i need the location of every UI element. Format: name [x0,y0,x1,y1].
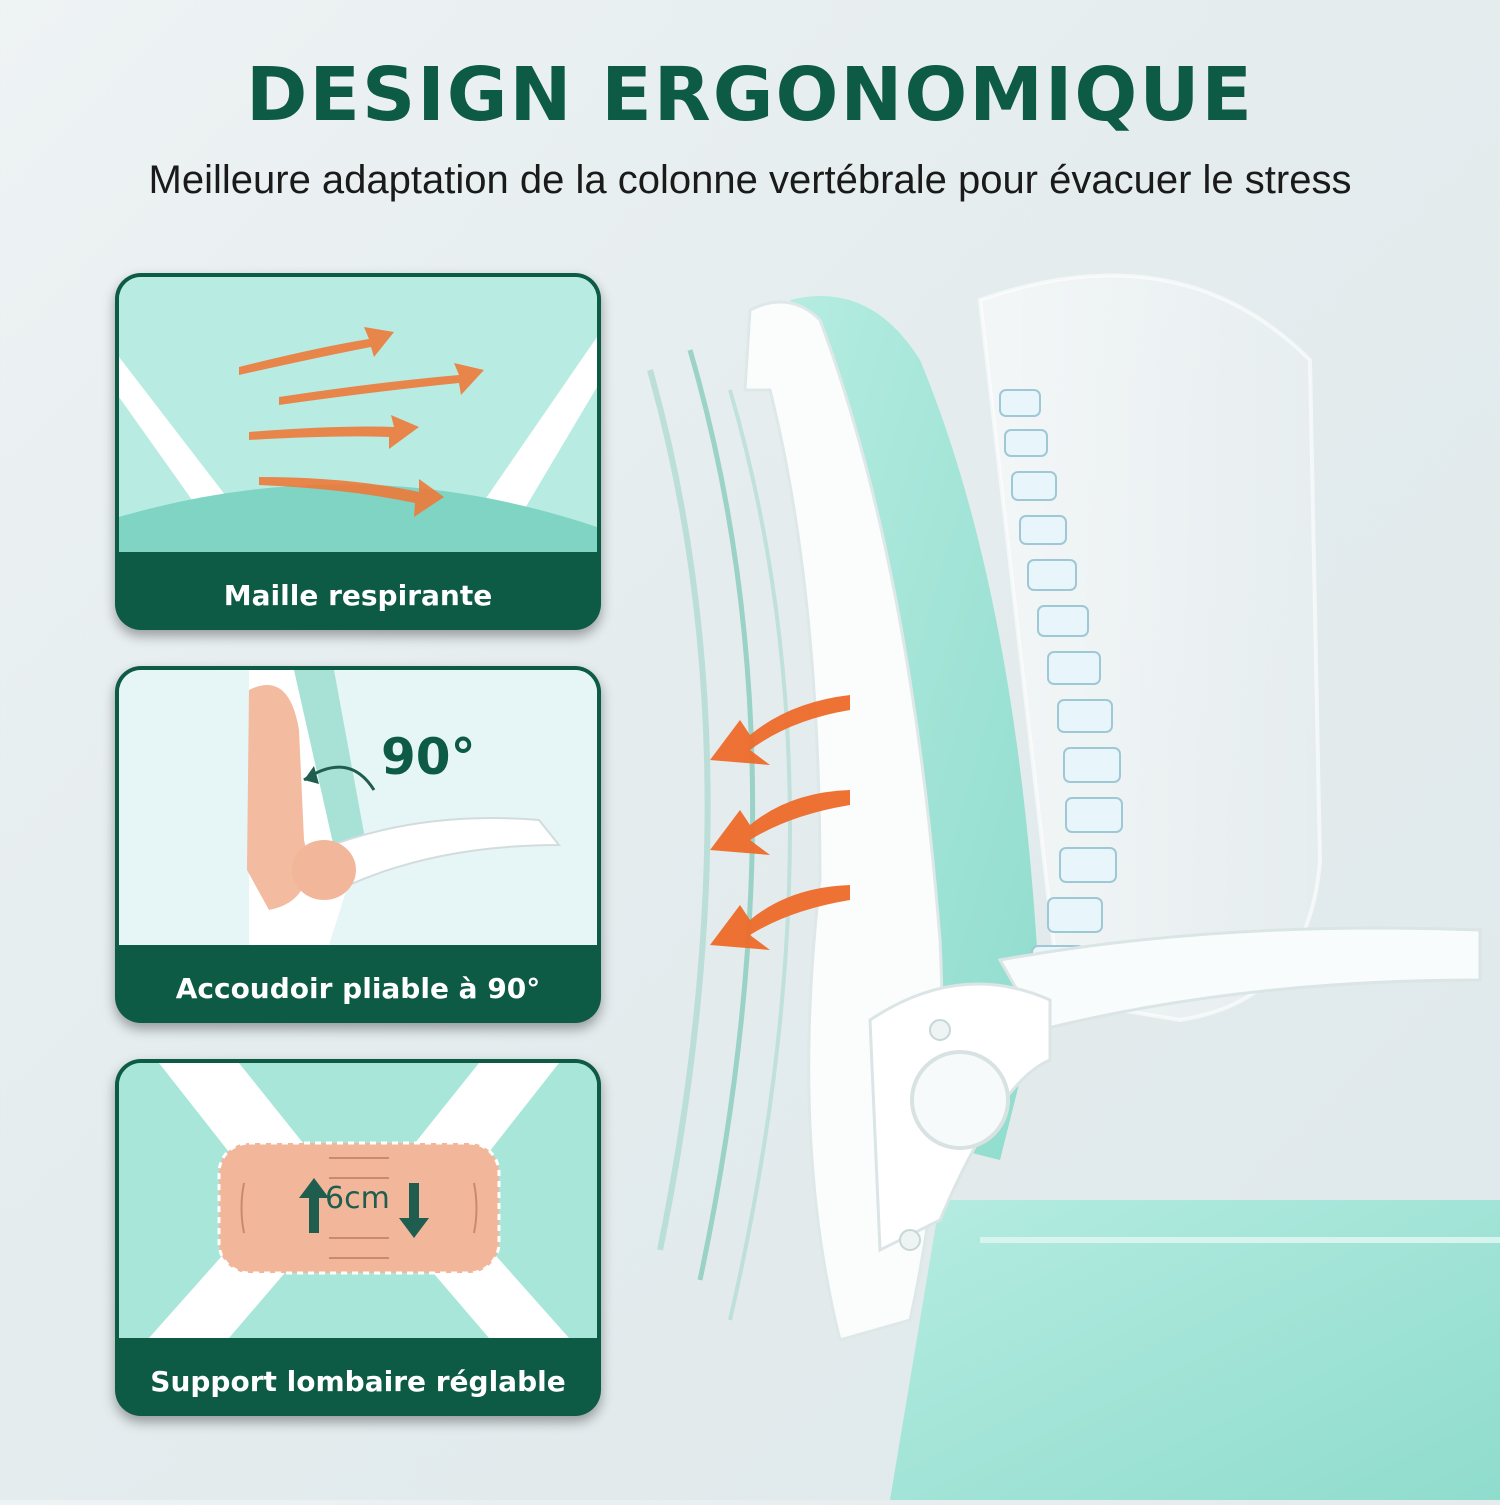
chair-illustration [620,240,1500,1500]
feature-label: Maille respirante [223,579,493,612]
feature-card-armrest: 90° Accoudoir pliable à 90° [115,666,601,1023]
fold-arrow-icon [304,766,319,784]
armrest-angle-badge: 90° [381,728,476,786]
feature-card-lumbar: 6cm Support lombaire réglable [115,1059,601,1416]
lumbar-closeup-image: 6cm [119,1063,597,1338]
mesh-closeup-image [119,277,597,552]
page-subtitle: Meilleure adaptation de la colonne verté… [148,158,1352,202]
up-down-arrows-icon [299,1178,429,1238]
lumbar-range-badge: 6cm [325,1181,390,1216]
airflow-arrows-icon [239,327,484,517]
armrest-closeup-image: 90° [119,670,597,945]
feature-label: Support lombaire réglable [150,1365,566,1398]
feature-card-mesh: Maille respirante [115,273,601,630]
feature-label: Accoudoir pliable à 90° [175,972,541,1005]
page-title: DESIGN ERGONOMIQUE [246,52,1254,138]
